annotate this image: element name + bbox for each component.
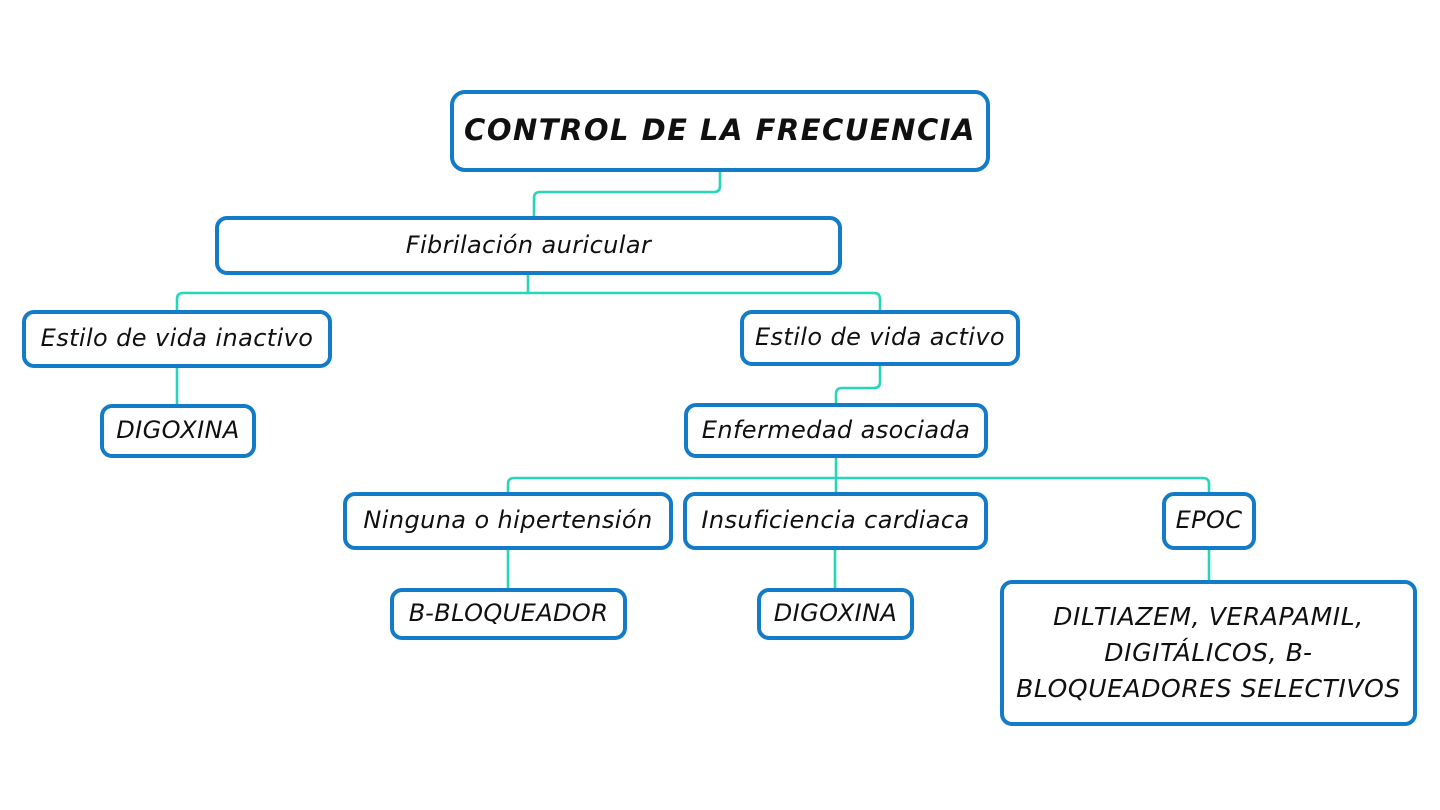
- node-insuficiencia-cardiaca-label: Insuficiencia cardiaca: [701, 506, 970, 535]
- node-control-de-la-frecuencia: CONTROL DE LA FRECUENCIA: [450, 90, 990, 172]
- connector-root-to-fibrilacion: [532, 170, 722, 218]
- node-control-de-la-frecuencia-label: CONTROL DE LA FRECUENCIA: [464, 113, 976, 148]
- node-estilo-de-vida-inactivo: Estilo de vida inactivo: [22, 310, 332, 368]
- node-fibrilacion-auricular: Fibrilación auricular: [215, 216, 842, 275]
- node-estilo-de-vida-activo-label: Estilo de vida activo: [754, 323, 1006, 352]
- node-ninguna-o-hipertension: Ninguna o hipertensión: [343, 492, 673, 550]
- node-b-bloqueador: B-BLOQUEADOR: [390, 588, 627, 640]
- node-estilo-de-vida-inactivo-label: Estilo de vida inactivo: [40, 324, 314, 353]
- node-epoc-farmacos-label: DILTIAZEM, VERAPAMIL, DIGITÁLICOS, B- BL…: [1016, 601, 1401, 704]
- node-b-bloqueador-label: B-BLOQUEADOR: [408, 599, 609, 628]
- connector-enfermedad-branch: [506, 476, 1211, 494]
- connector-fibrilacion-branch: [175, 291, 882, 312]
- node-digoxina-inactivo: DIGOXINA: [100, 404, 256, 458]
- node-epoc-label: EPOC: [1175, 506, 1243, 535]
- connector-activo-to-enfermedad: [834, 364, 882, 405]
- node-ninguna-o-hipertension-label: Ninguna o hipertensión: [363, 506, 653, 535]
- node-epoc: EPOC: [1162, 492, 1256, 550]
- node-enfermedad-asociada: Enfermedad asociada: [684, 403, 988, 458]
- node-digoxina-insuficiencia: DIGOXINA: [757, 588, 914, 640]
- node-estilo-de-vida-activo: Estilo de vida activo: [740, 310, 1020, 366]
- node-digoxina-insuficiencia-label: DIGOXINA: [773, 599, 898, 628]
- node-enfermedad-asociada-label: Enfermedad asociada: [701, 415, 971, 444]
- node-epoc-farmacos: DILTIAZEM, VERAPAMIL, DIGITÁLICOS, B- BL…: [1000, 580, 1417, 726]
- node-insuficiencia-cardiaca: Insuficiencia cardiaca: [683, 492, 988, 550]
- node-fibrilacion-auricular-label: Fibrilación auricular: [405, 230, 652, 259]
- node-digoxina-inactivo-label: DIGOXINA: [116, 416, 240, 445]
